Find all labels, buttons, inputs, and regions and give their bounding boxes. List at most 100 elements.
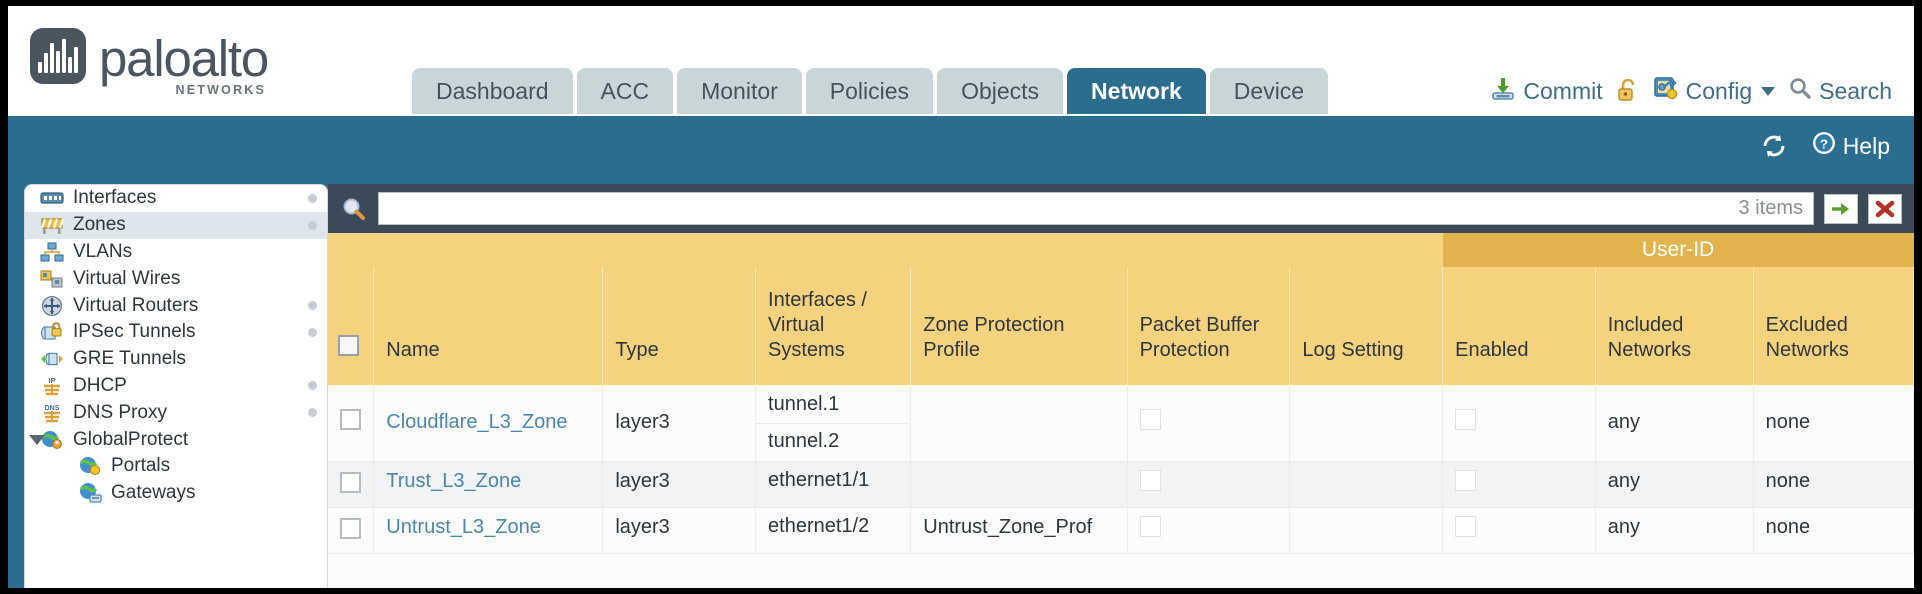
search-input-icon[interactable] xyxy=(334,195,368,223)
userid-enabled-checkbox[interactable] xyxy=(1455,469,1477,491)
sidebar-item-globalprotect[interactable]: GlobalProtect xyxy=(25,426,327,453)
svg-text:?: ? xyxy=(1820,136,1828,151)
magnifier-icon xyxy=(1788,76,1812,106)
column-header-packet-buffer-protection[interactable]: Packet Buffer Protection xyxy=(1127,267,1291,385)
cell-excluded-networks: none xyxy=(1753,507,1914,554)
cell-zone-protection-profile xyxy=(910,461,1128,508)
zone-name-link[interactable]: Untrust_L3_Zone xyxy=(386,515,541,538)
sidebar-item-virtual-routers[interactable]: Virtual Routers xyxy=(25,292,327,319)
cell-type: layer3 xyxy=(602,507,757,554)
column-header-name[interactable]: Name xyxy=(373,267,604,385)
items-count: 3 items xyxy=(1738,197,1803,219)
zones-table-body: Cloudflare_L3_Zone layer3 tunnel.1 tunnel.2… xyxy=(328,385,1914,554)
row-select-cell xyxy=(328,461,375,508)
sidebar-item-ipsec-tunnels[interactable]: IPSec Tunnels xyxy=(25,319,327,346)
help-button[interactable]: ? Help xyxy=(1811,130,1890,162)
sidebar-item-indicator-dot xyxy=(308,220,317,230)
tab-objects[interactable]: Objects xyxy=(937,68,1064,114)
cell-name: Trust_L3_Zone xyxy=(373,461,604,508)
zone-name-link[interactable]: Cloudflare_L3_Zone xyxy=(386,411,568,434)
column-header-zone-protection-profile[interactable]: Zone Protection Profile xyxy=(910,267,1128,385)
tab-policies[interactable]: Policies xyxy=(805,68,934,114)
select-all-checkbox[interactable] xyxy=(338,335,359,356)
clear-filter-button[interactable] xyxy=(1868,193,1902,224)
packet-buffer-protection-checkbox[interactable] xyxy=(1139,409,1161,431)
commit-download-icon xyxy=(1490,75,1516,107)
sidebar-item-vlans[interactable]: VLANs xyxy=(25,239,327,266)
row-checkbox[interactable] xyxy=(340,517,361,539)
sidebar-item-gateways[interactable]: Gateways xyxy=(25,480,327,507)
sidebar-item-label: IPSec Tunnels xyxy=(73,321,196,343)
sidebar-item-label: DNS Proxy xyxy=(73,401,167,423)
sidebar-item-virtual-wires[interactable]: Virtual Wires xyxy=(25,265,327,292)
config-menu[interactable]: Config xyxy=(1653,75,1776,107)
brand-logo[interactable]: paloalto NETWORKS xyxy=(30,28,269,97)
commit-button[interactable]: Commit xyxy=(1490,75,1603,107)
tab-monitor[interactable]: Monitor xyxy=(677,68,802,114)
sidebar-item-zones[interactable]: Zones xyxy=(25,211,327,239)
cell-name: Cloudflare_L3_Zone xyxy=(373,385,604,462)
sidebar-item-indicator-dot xyxy=(308,381,317,391)
row-checkbox[interactable] xyxy=(340,409,361,431)
table-row[interactable]: Untrust_L3_Zone layer3 ethernet1/2 Untrust_… xyxy=(328,507,1914,554)
refresh-icon[interactable] xyxy=(1759,133,1789,159)
cell-excluded-networks: none xyxy=(1753,461,1914,508)
sidebar-item-indicator-dot xyxy=(308,301,317,311)
interface-entry: tunnel.2 xyxy=(756,422,911,460)
sidebar-item-gre-tunnels[interactable]: GRE Tunnels xyxy=(25,346,327,373)
cell-included-networks: any xyxy=(1595,461,1754,508)
interface-entry: ethernet1/2 xyxy=(768,514,870,537)
cell-log-setting xyxy=(1289,385,1444,462)
brand-name: paloalto xyxy=(99,30,269,87)
apply-filter-button[interactable] xyxy=(1824,193,1858,224)
column-header-type[interactable]: Type xyxy=(602,267,757,385)
svg-text:DNS: DNS xyxy=(45,405,60,412)
zone-name-link[interactable]: Trust_L3_Zone xyxy=(386,469,522,492)
column-header-log-setting[interactable]: Log Setting xyxy=(1289,267,1444,385)
tab-device[interactable]: Device xyxy=(1209,68,1329,114)
cell-zone-protection-profile xyxy=(910,385,1128,462)
row-checkbox[interactable] xyxy=(340,471,361,493)
column-header-interfaces-virtual-systems[interactable]: Interfaces / Virtual Systems xyxy=(755,267,912,385)
cell-zone-protection-profile: Untrust_Zone_Prof xyxy=(910,507,1128,554)
column-header-enabled[interactable]: Enabled xyxy=(1442,267,1596,385)
packet-buffer-protection-checkbox[interactable] xyxy=(1139,515,1161,537)
column-header-included-networks[interactable]: Included Networks xyxy=(1595,267,1754,385)
userid-enabled-checkbox[interactable] xyxy=(1455,515,1477,537)
row-select-cell xyxy=(328,507,375,554)
interface-entry: ethernet1/1 xyxy=(768,468,870,491)
cell-name: Untrust_L3_Zone xyxy=(373,507,604,554)
sidebar-item-interfaces[interactable]: Interfaces xyxy=(25,185,327,212)
userid-enabled-checkbox[interactable] xyxy=(1455,409,1477,431)
search-input-box[interactable]: 3 items xyxy=(378,192,1814,225)
unlocked-padlock-icon[interactable] xyxy=(1616,78,1640,104)
tab-network[interactable]: Network xyxy=(1067,68,1206,114)
expand-triangle-icon[interactable] xyxy=(29,434,45,445)
cell-log-setting xyxy=(1289,507,1444,554)
sidebar-item-portals[interactable]: Portals xyxy=(25,453,327,480)
content-panel: 3 items xyxy=(328,184,1914,588)
help-question-icon: ? xyxy=(1811,130,1837,162)
interface-entry: tunnel.1 xyxy=(768,392,840,415)
cell-log-setting xyxy=(1289,461,1444,508)
search-input[interactable] xyxy=(389,197,1739,220)
tab-acc[interactable]: ACC xyxy=(576,68,674,114)
cell-included-networks: any xyxy=(1595,385,1754,462)
ipsec-tunnels-icon xyxy=(39,322,65,342)
packet-buffer-protection-checkbox[interactable] xyxy=(1139,469,1161,491)
dhcp-icon: IP xyxy=(39,376,65,396)
interfaces-icon xyxy=(39,188,65,208)
tab-dashboard[interactable]: Dashboard xyxy=(412,68,573,114)
column-header-excluded-networks[interactable]: Excluded Networks xyxy=(1753,267,1914,385)
sidebar-item-dns-proxy[interactable]: DNS DNS Proxy xyxy=(25,399,327,426)
search-button[interactable]: Search xyxy=(1788,76,1892,106)
